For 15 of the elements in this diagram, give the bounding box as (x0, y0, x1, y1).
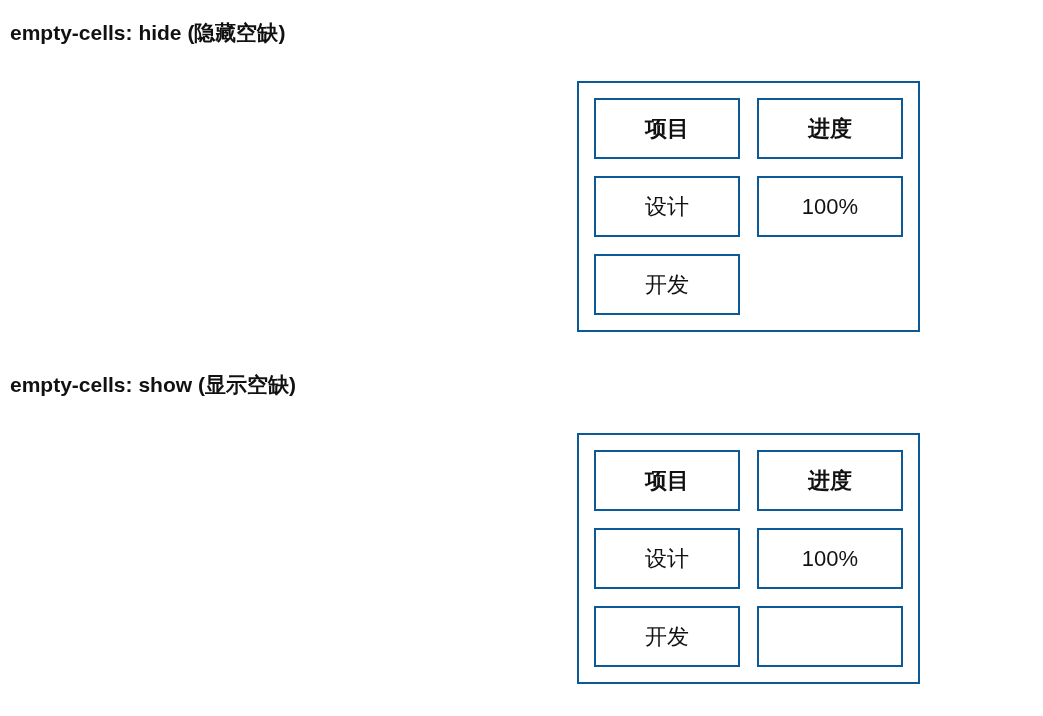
table-frame (577, 433, 920, 684)
table-cell: 开发 (594, 254, 740, 315)
header-cell: 进度 (757, 450, 903, 511)
section-heading: empty-cells: show (显示空缺) (10, 372, 296, 398)
table-cell: 100% (757, 176, 903, 237)
empty-cell (757, 606, 903, 667)
header-cell: 项目 (594, 98, 740, 159)
section-heading: empty-cells: hide (隐藏空缺) (10, 20, 286, 46)
table-cell: 设计 (594, 528, 740, 589)
table-cell: 开发 (594, 606, 740, 667)
table-cell: 设计 (594, 176, 740, 237)
table-cell: 100% (757, 528, 903, 589)
table-frame (577, 81, 920, 332)
header-cell: 项目 (594, 450, 740, 511)
header-cell: 进度 (757, 98, 903, 159)
